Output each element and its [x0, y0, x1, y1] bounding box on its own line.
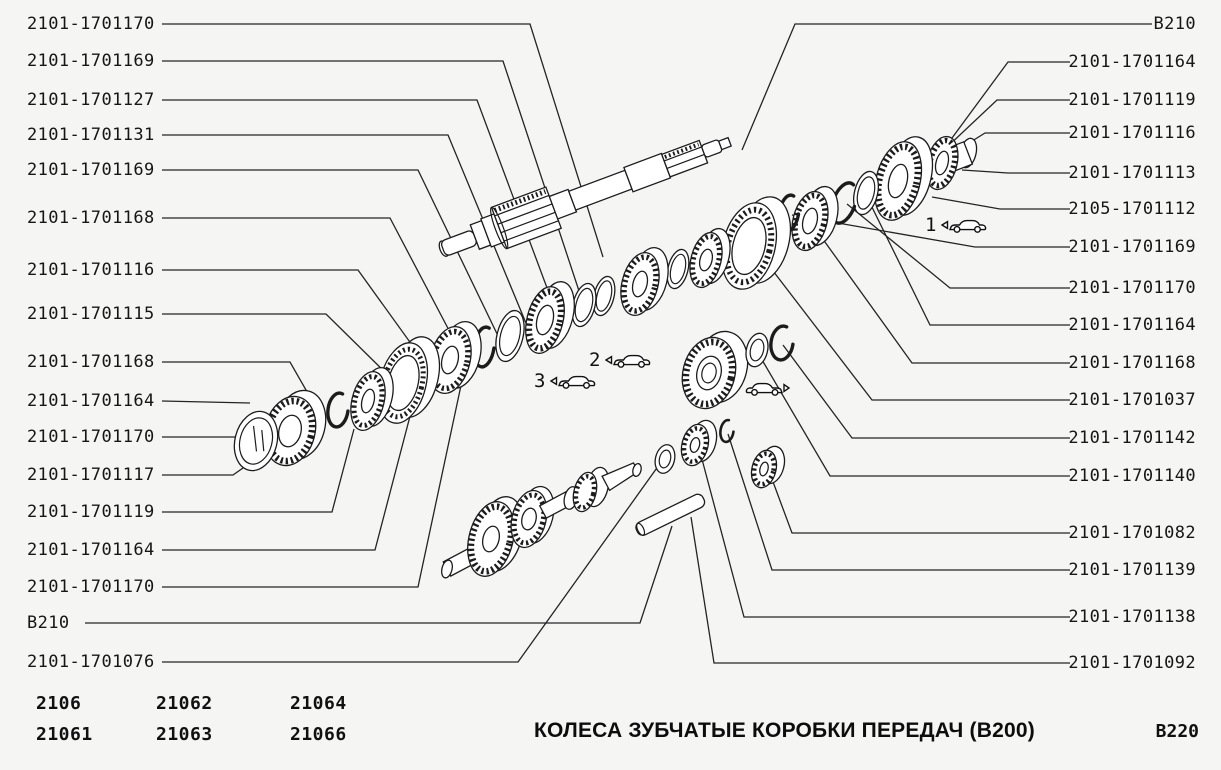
leader-lines-left [85, 23, 673, 663]
model-code: 21066 [290, 724, 347, 745]
part-number-label: 2101-1701169 [27, 51, 155, 71]
model-code: 21061 [36, 724, 93, 745]
part-number-label: 2101-1701170 [27, 427, 155, 447]
part-number-label: 2101-1701170 [27, 577, 155, 597]
variant-marker-3: 3 [534, 371, 596, 391]
marker-number: 2 [589, 349, 601, 371]
part-number-label: 2101-1701138 [1068, 607, 1196, 627]
part-number-label: 2101-1701119 [27, 502, 155, 522]
center-gear-cluster [681, 324, 795, 410]
part-number-label: 2101-1701142 [1068, 428, 1196, 448]
part-number-label: 2101-1701170 [1068, 278, 1196, 298]
part-number-label: 2101-1701117 [27, 465, 155, 485]
part-number-label: 2101-1701168 [27, 352, 155, 372]
marker-number: 1 [925, 214, 937, 236]
car-icon [745, 382, 790, 396]
model-code: 2106 [36, 693, 82, 714]
page-code: В220 [1155, 721, 1199, 742]
part-number-label: 2101-1701082 [1068, 523, 1196, 543]
model-code: 21063 [156, 724, 213, 745]
car-icon [550, 375, 596, 389]
part-number-label: 2101-1701115 [27, 304, 155, 324]
car-icon [605, 354, 651, 368]
variant-marker-1: 1 [925, 215, 987, 235]
part-number-label: 2101-1701169 [27, 160, 155, 180]
part-number-label: 2101-1701037 [1068, 390, 1196, 410]
model-code: 21064 [290, 693, 347, 714]
part-number-label: 2101-1701113 [1068, 163, 1196, 183]
part-number-label: 2101-1701164 [1068, 315, 1196, 335]
assembly-ref-label: В210 [1153, 14, 1196, 34]
part-number-label: 2101-1701169 [1068, 237, 1196, 257]
part-number-label: 2101-1701164 [1068, 52, 1196, 72]
part-number-label: 2105-1701112 [1068, 199, 1196, 219]
main-shaft [438, 136, 733, 257]
variant-marker-2: 2 [589, 350, 651, 370]
small-parts [635, 418, 786, 536]
part-number-label: 2101-1701140 [1068, 466, 1196, 486]
part-number-label: 2101-1701139 [1068, 560, 1196, 580]
part-number-label: 2101-1701116 [1068, 123, 1196, 143]
part-number-label: 2101-1701164 [27, 540, 155, 560]
car-icon [941, 219, 987, 233]
marker-number: 3 [534, 370, 546, 392]
part-number-label: 2101-1701076 [27, 652, 155, 672]
part-number-label: 2101-1701092 [1068, 653, 1196, 673]
variant-marker-unnumbered [744, 380, 790, 396]
assembly-ref-label: В210 [27, 613, 70, 633]
roller-pin [635, 493, 706, 536]
part-number-label: 2101-1701168 [27, 208, 155, 228]
part-number-label: 2101-1701119 [1068, 90, 1196, 110]
part-number-label: 2101-1701127 [27, 90, 155, 110]
part-number-label: 2101-1701164 [27, 391, 155, 411]
countershaft [441, 462, 642, 579]
gear-train [233, 135, 978, 472]
part-number-label: 2101-1701131 [27, 125, 155, 145]
part-number-label: 2101-1701168 [1068, 353, 1196, 373]
part-number-label: 2101-1701170 [27, 14, 155, 34]
model-code: 21062 [156, 693, 213, 714]
part-number-label: 2101-1701116 [27, 260, 155, 280]
leader-lines-right [690, 23, 1152, 664]
page-title: КОЛЕСА ЗУБЧАТЫЕ КОРОБКИ ПЕРЕДАЧ (В200) [534, 719, 1035, 742]
